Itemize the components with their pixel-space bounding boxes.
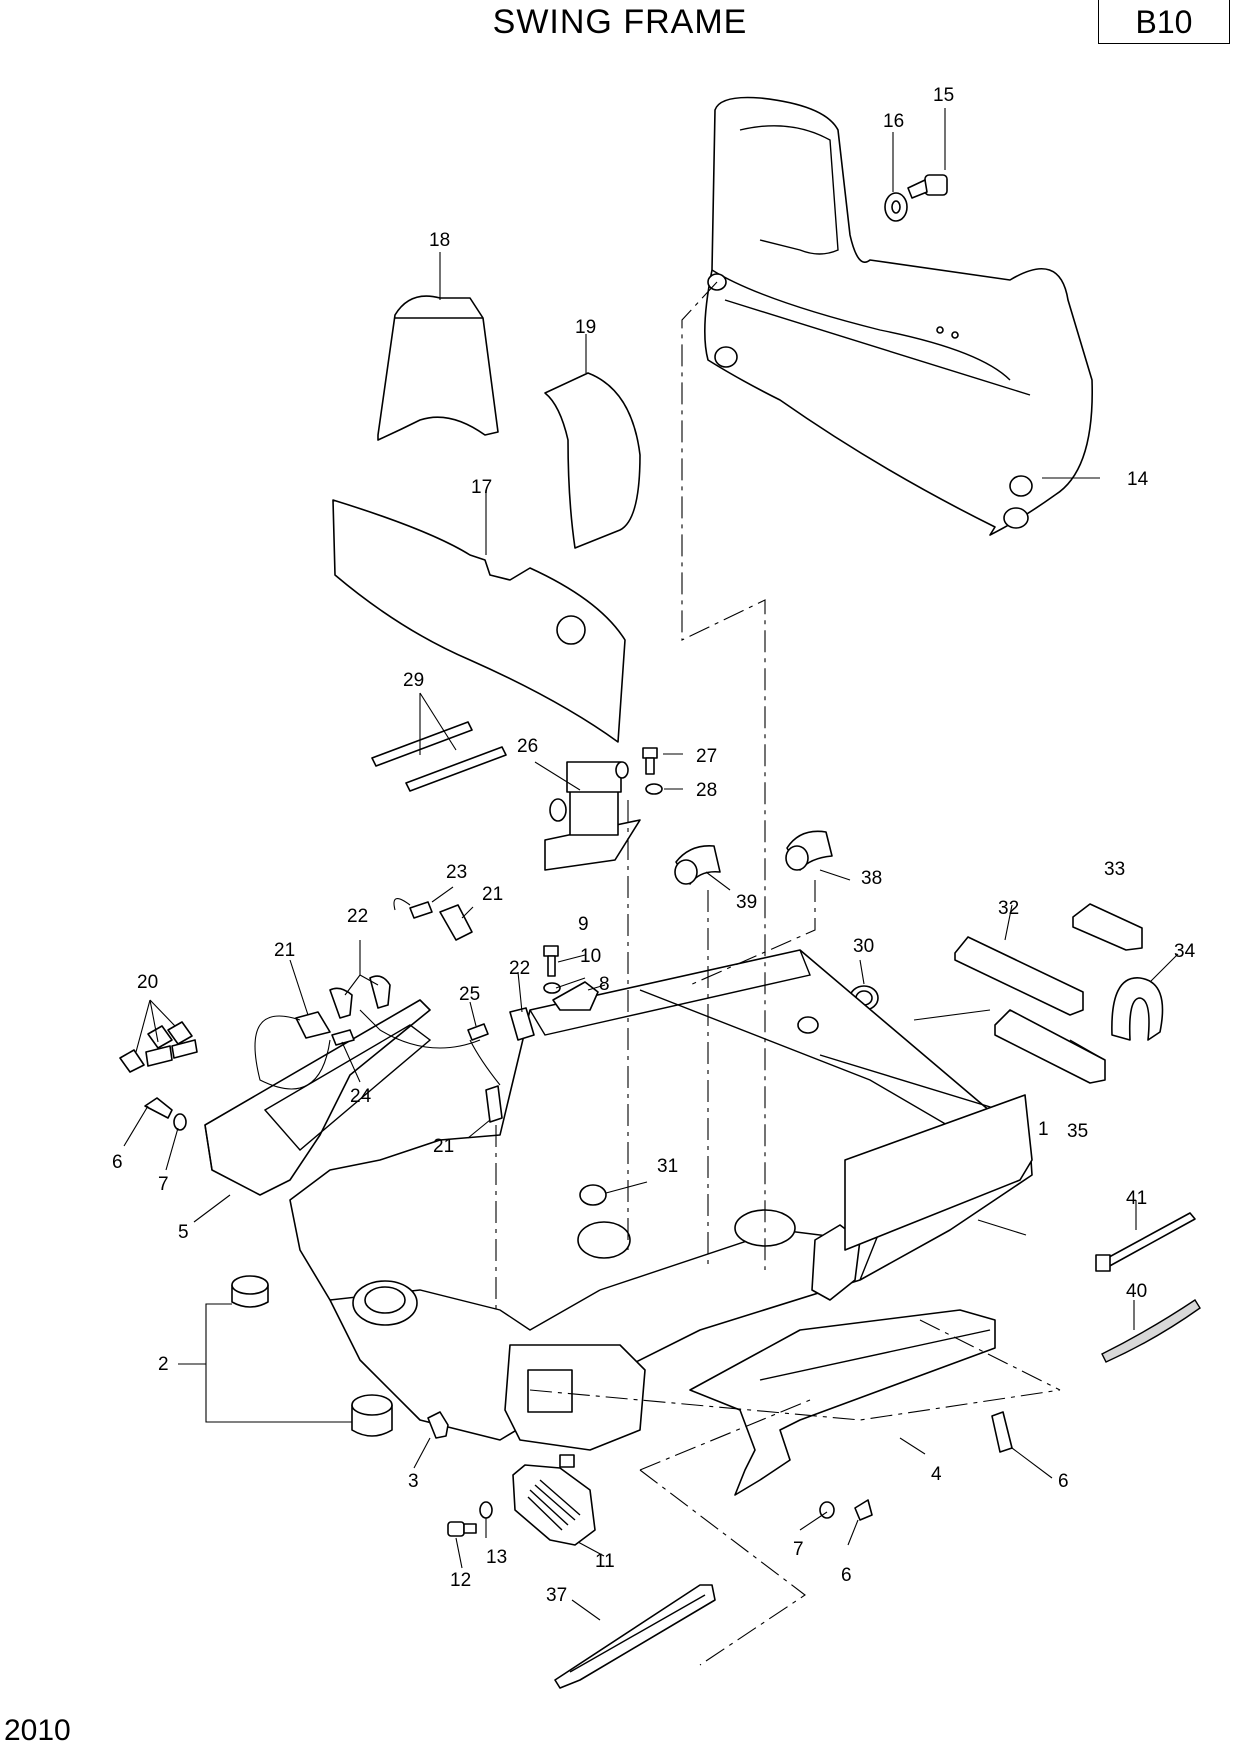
block-part-35 bbox=[994, 1009, 1106, 1084]
callout-39: 39 bbox=[736, 892, 757, 913]
hose-line bbox=[359, 1009, 481, 1049]
callout-19: 19 bbox=[575, 317, 596, 338]
plug-part-31 bbox=[579, 1184, 607, 1206]
callout-12: 12 bbox=[450, 1570, 471, 1591]
callout-4: 4 bbox=[931, 1464, 942, 1485]
callout-27: 27 bbox=[696, 746, 717, 767]
bushing-part-38 bbox=[785, 830, 833, 871]
callout-3: 3 bbox=[408, 1471, 419, 1492]
callout-13: 13 bbox=[486, 1547, 507, 1568]
valve-part-26 bbox=[544, 761, 641, 871]
callout-8: 8 bbox=[599, 974, 610, 995]
callout-30: 30 bbox=[853, 936, 874, 957]
block-part-32 bbox=[954, 936, 1084, 1016]
callout-leader-lines bbox=[123, 108, 1179, 1621]
bolt-part-15 bbox=[907, 174, 948, 199]
callout-17-title: 18 bbox=[429, 230, 450, 251]
washer-part-10 bbox=[543, 982, 561, 994]
callout-6b: 6 bbox=[1058, 1471, 1069, 1492]
connector-part-25 bbox=[467, 1023, 489, 1041]
elbow-part-22 bbox=[329, 975, 535, 1041]
bolt-part-12 bbox=[447, 1521, 477, 1537]
callout-7b: 7 bbox=[793, 1539, 804, 1560]
callout-23: 23 bbox=[446, 862, 467, 883]
page-number: 2010 bbox=[4, 1714, 71, 1747]
callout-15: 15 bbox=[933, 85, 954, 106]
callout-17: 17 bbox=[471, 477, 492, 498]
cable-tie-part-41 bbox=[1095, 1212, 1196, 1272]
callout-9: 9 bbox=[578, 914, 589, 935]
washer-part-13 bbox=[479, 1501, 493, 1519]
connector-part-23 bbox=[409, 901, 433, 919]
washer-part-16 bbox=[884, 192, 908, 222]
strip-part-40 bbox=[1101, 1299, 1201, 1363]
callout-31: 31 bbox=[657, 1156, 678, 1177]
callout-24: 24 bbox=[350, 1086, 372, 1107]
strip-part-29 bbox=[371, 721, 507, 792]
callout-22a: 22 bbox=[347, 906, 368, 927]
callout-2: 2 bbox=[158, 1354, 169, 1375]
callout-32: 32 bbox=[998, 898, 1019, 919]
callout-29: 29 bbox=[403, 670, 424, 691]
bushing-part-39 bbox=[674, 845, 721, 885]
callout-6c: 6 bbox=[841, 1565, 852, 1586]
callout-5: 5 bbox=[178, 1222, 189, 1243]
clip-part-34 bbox=[1111, 977, 1164, 1041]
assembly-center-lines bbox=[495, 281, 1061, 1666]
callout-6a: 6 bbox=[112, 1152, 123, 1173]
bushing-part-2 bbox=[231, 1275, 393, 1437]
callout-22b: 22 bbox=[509, 958, 530, 979]
block-part-33 bbox=[1072, 903, 1143, 951]
hose-line bbox=[393, 898, 411, 911]
side-cover-part-5 bbox=[204, 999, 432, 1196]
step-part-37 bbox=[554, 1584, 716, 1689]
mat-part-17 bbox=[332, 499, 626, 743]
callout-41: 41 bbox=[1126, 1188, 1147, 1209]
callout-37: 37 bbox=[546, 1585, 567, 1606]
callout-1: 1 bbox=[1038, 1119, 1049, 1140]
cover-part-19 bbox=[544, 372, 641, 549]
cover-part-18 bbox=[377, 295, 499, 441]
callout-21b: 21 bbox=[482, 884, 503, 905]
hose-line bbox=[254, 1015, 331, 1090]
swing-frame-part-1 bbox=[289, 949, 1033, 1451]
callout-7a: 7 bbox=[158, 1174, 169, 1195]
under-cover-part-4 bbox=[689, 1309, 996, 1496]
callout-38: 38 bbox=[861, 868, 882, 889]
washer-part-28 bbox=[645, 783, 663, 795]
callout-21a: 21 bbox=[274, 940, 295, 961]
fitting-part-21 bbox=[295, 904, 503, 1123]
bolt-part-9 bbox=[543, 945, 559, 977]
page-code-box: B10 bbox=[1098, 0, 1230, 44]
bracket-part-8 bbox=[552, 981, 599, 1011]
bolt-part-27 bbox=[642, 747, 658, 775]
fitting-part-20 bbox=[119, 1021, 198, 1073]
callout-28: 28 bbox=[696, 780, 717, 801]
counterweight-part-14 bbox=[704, 96, 1094, 536]
callout-35: 35 bbox=[1067, 1121, 1088, 1142]
callout-10: 10 bbox=[580, 946, 601, 967]
callout-26: 26 bbox=[517, 736, 538, 757]
connector-part-24 bbox=[331, 1029, 355, 1046]
callout-11: 11 bbox=[595, 1551, 615, 1572]
hose-line bbox=[469, 1039, 501, 1086]
page-title: SWING FRAME bbox=[492, 3, 748, 41]
callout-16: 16 bbox=[883, 111, 904, 132]
grille-part-11 bbox=[512, 1454, 596, 1546]
callout-20: 20 bbox=[137, 972, 158, 993]
callout-34: 34 bbox=[1174, 941, 1196, 962]
callout-40: 40 bbox=[1126, 1281, 1147, 1302]
callout-21c: 21 bbox=[433, 1136, 454, 1157]
grease-nipple-part-3 bbox=[427, 1411, 449, 1439]
callout-25: 25 bbox=[459, 984, 480, 1005]
callout-33: 33 bbox=[1104, 859, 1125, 880]
callout-14: 14 bbox=[1127, 469, 1149, 490]
